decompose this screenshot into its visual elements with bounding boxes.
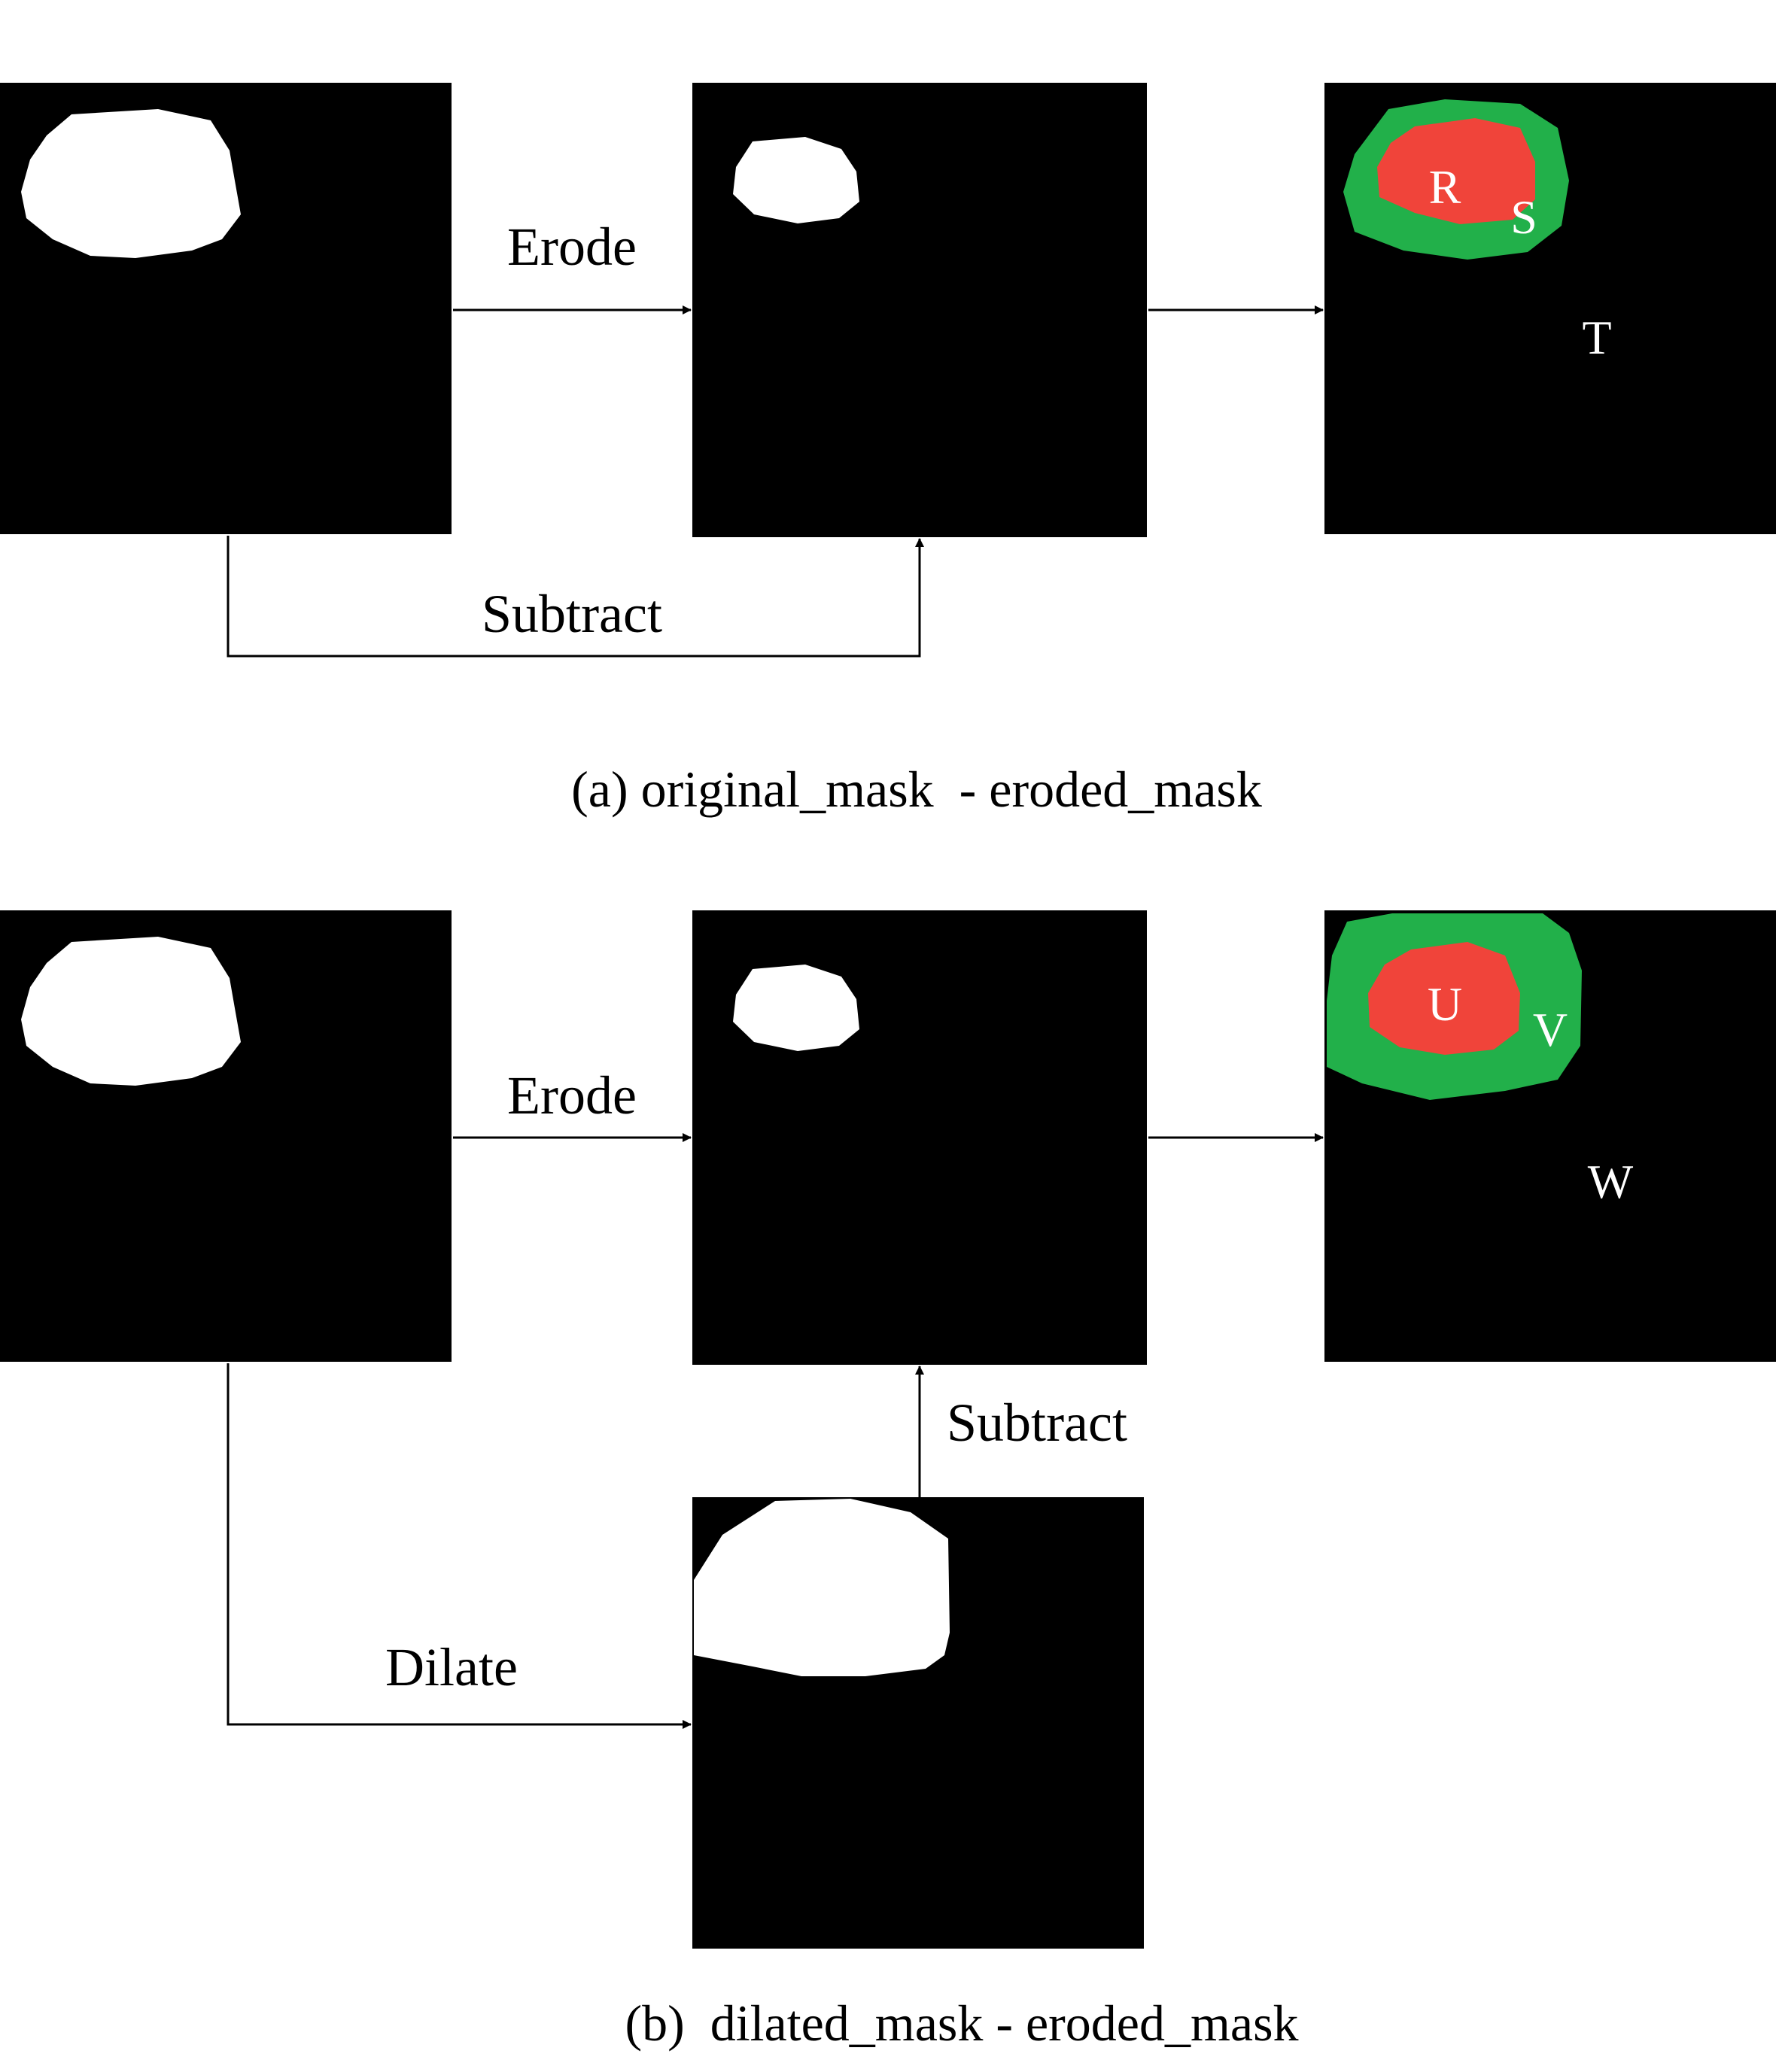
original-mask-image-a	[0, 83, 452, 534]
original-mask-blob-b	[21, 937, 241, 1086]
eroded-mask-image-b	[692, 910, 1147, 1365]
dilated-mask-blob-b	[694, 1499, 950, 1676]
result-label-ring-b: V	[1533, 1003, 1568, 1056]
result-label-background-b: W	[1588, 1155, 1634, 1208]
inner-region-b	[1368, 942, 1520, 1055]
eroded-mask-blob-a	[733, 137, 859, 223]
erode-label-a: Erode	[507, 217, 637, 277]
subtract-label-a: Subtract	[482, 584, 662, 644]
caption-b: (b) dilated_mask - eroded_mask	[625, 1995, 1298, 2052]
result-label-inner-a: R	[1429, 160, 1461, 214]
dilate-arrow-b	[227, 1363, 692, 1729]
erode-label-b: Erode	[507, 1065, 637, 1126]
eroded-mask-blob-b	[733, 965, 859, 1051]
panel-b: U V W Erode Subtract Dilate (b) dilated_…	[0, 910, 1776, 2052]
eroded-mask-image-a	[692, 83, 1147, 537]
inner-region-a	[1377, 118, 1535, 224]
original-mask-blob-a	[21, 109, 241, 258]
subtract-label-b: Subtract	[947, 1393, 1127, 1453]
dilated-mask-image-b	[692, 1497, 1144, 1949]
subtract-arrow-a	[227, 536, 924, 658]
result-label-ring-a: S	[1510, 190, 1537, 244]
original-mask-image-b	[0, 910, 452, 1362]
dilate-label-b: Dilate	[385, 1637, 518, 1697]
result-label-inner-b: U	[1428, 977, 1462, 1031]
result-label-background-a: T	[1582, 311, 1611, 364]
result-mask-image-a: R S T	[1324, 83, 1776, 534]
result-mask-image-b: U V W	[1324, 910, 1776, 1362]
caption-a: (a) original_mask - eroded_mask	[571, 761, 1262, 818]
panel-a: R S T Erode Subtract (a) original_mask -…	[0, 83, 1776, 818]
